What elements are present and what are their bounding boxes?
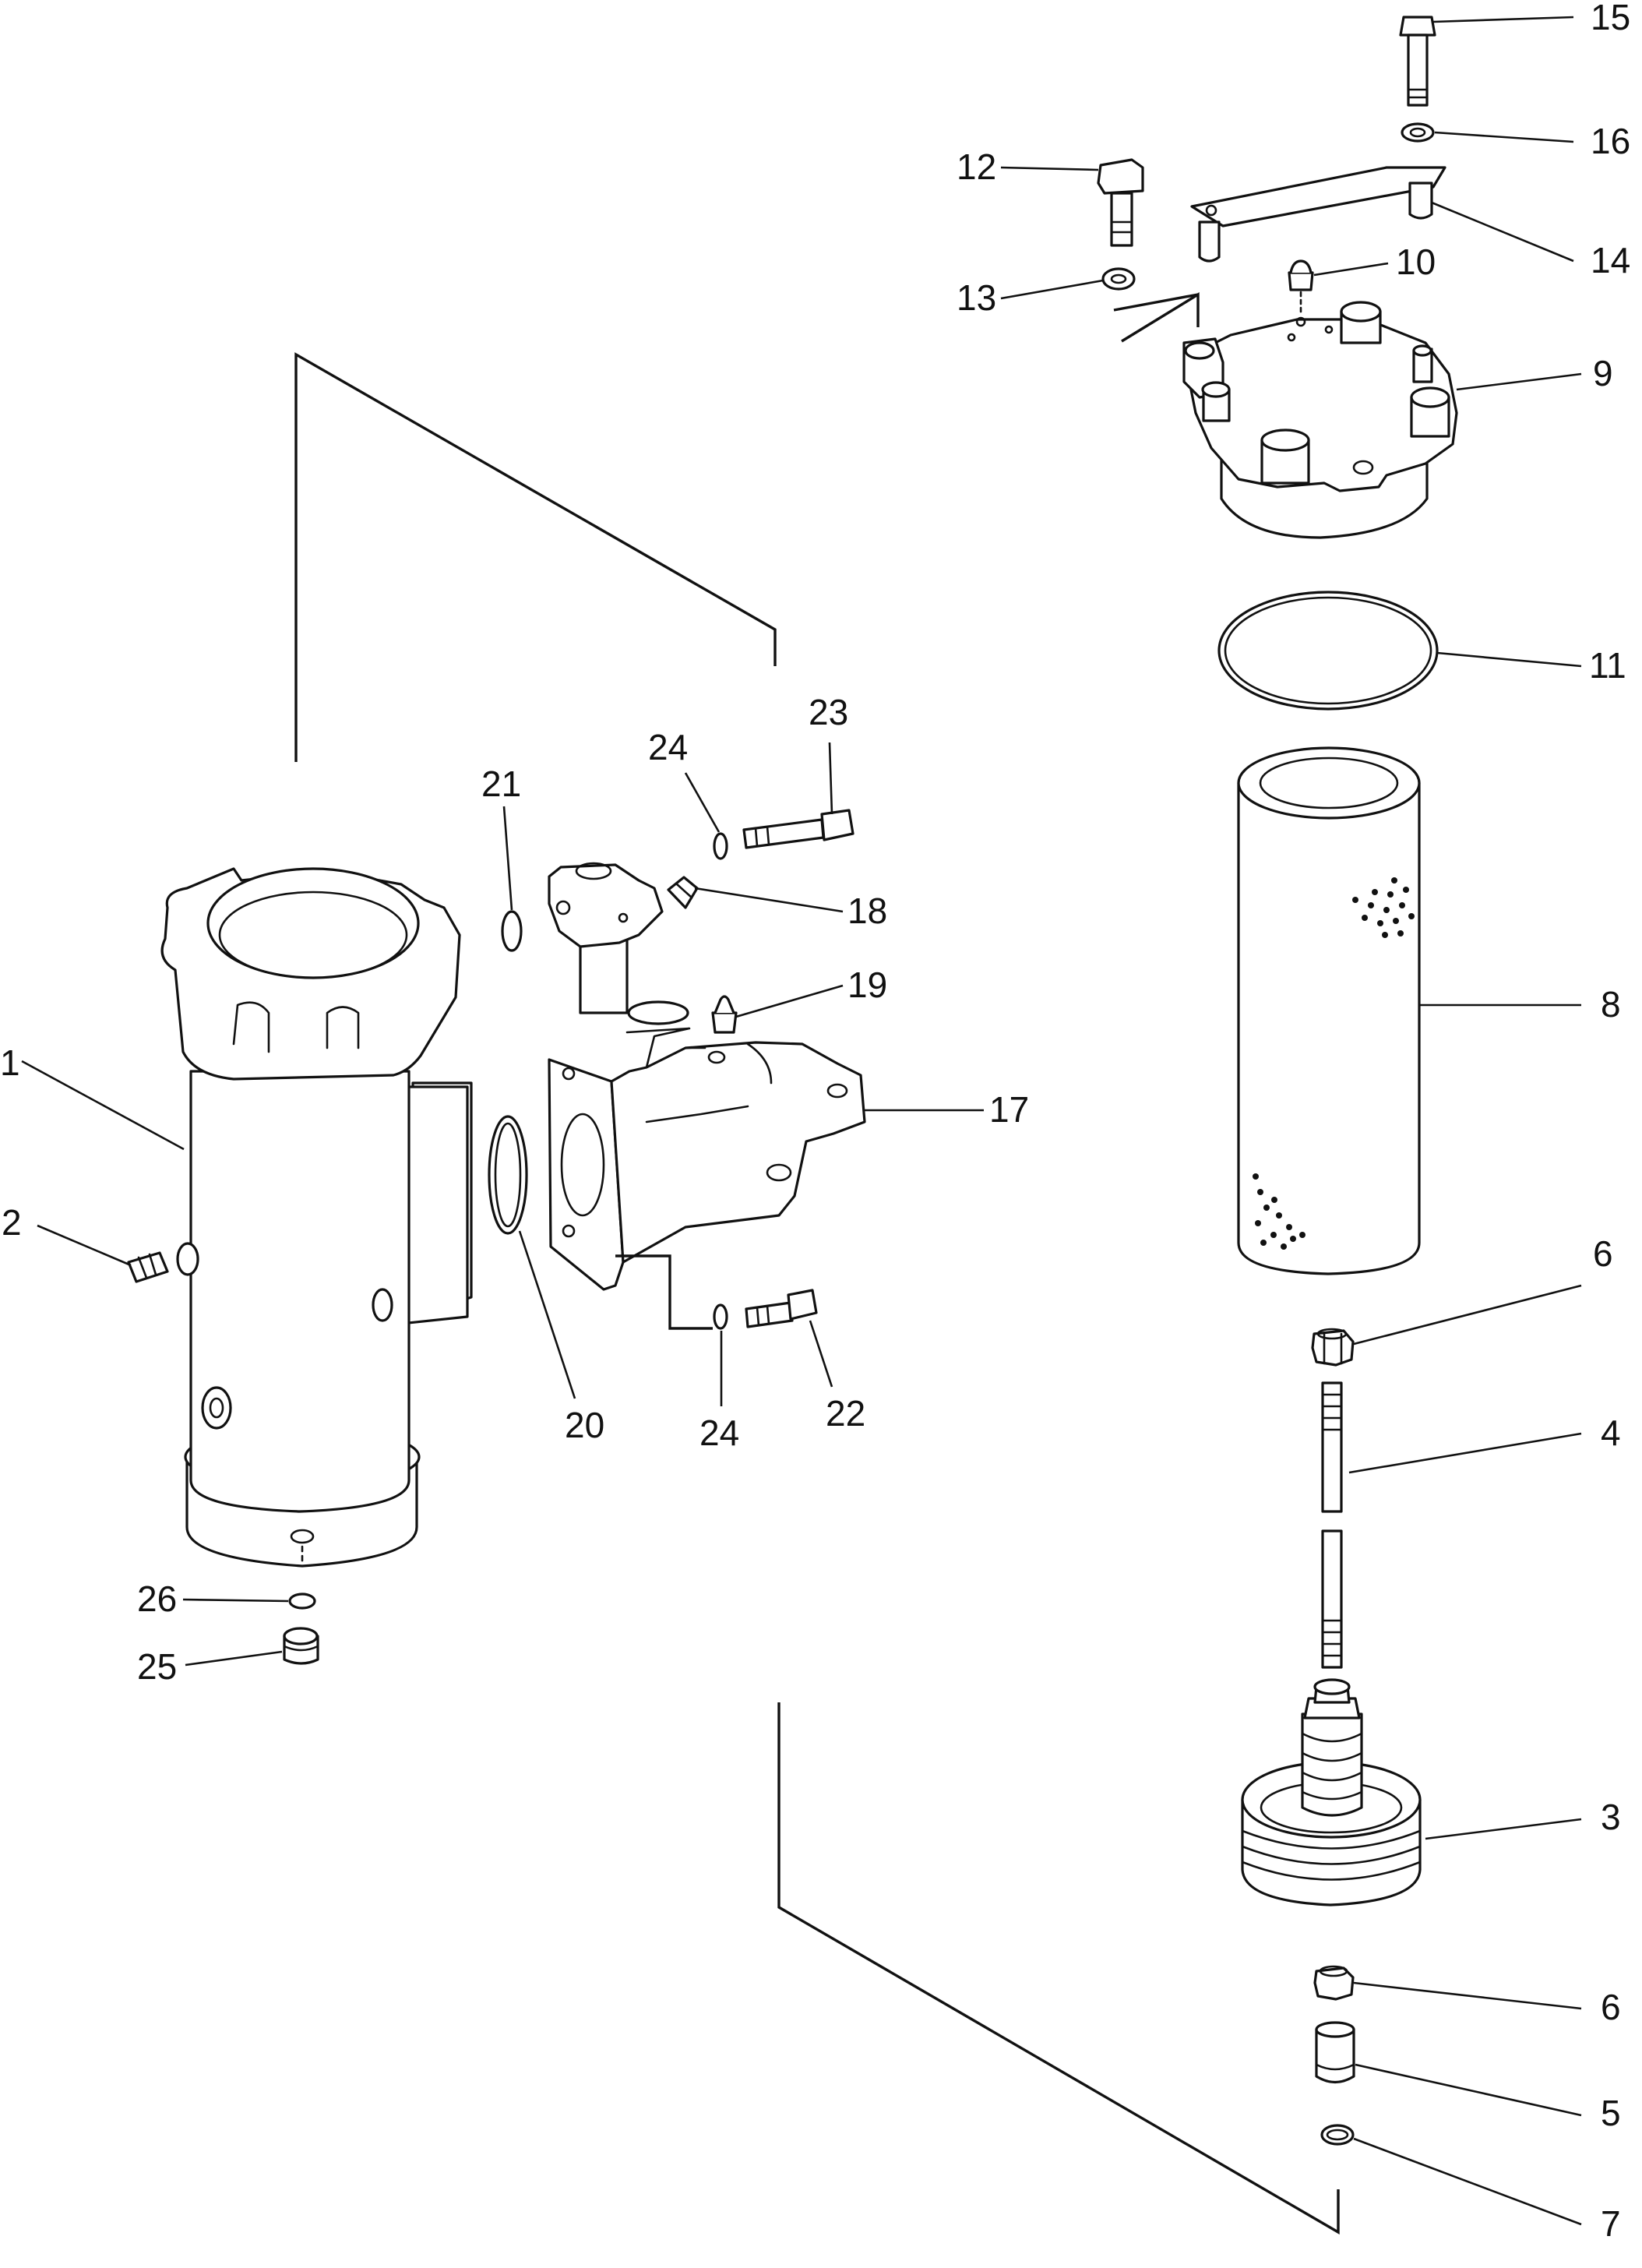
part-26-o-ring: [288, 1593, 316, 1610]
callout-10: 10: [1396, 242, 1436, 282]
callout-11: 11: [1589, 645, 1626, 686]
part-6-nut-upper: [1311, 1328, 1355, 1367]
callout-23: 23: [809, 692, 848, 732]
part-1-filter-case: [160, 867, 473, 1568]
part-9-cover: [1182, 301, 1458, 539]
callout-3: 3: [1601, 1797, 1621, 1837]
assembly-frame-lines: [294, 291, 1340, 2234]
part-13-washer: [1101, 267, 1136, 291]
callout-22: 22: [826, 1393, 865, 1434]
part-12-bolt: [1097, 158, 1144, 247]
callout-8: 8: [1601, 984, 1621, 1025]
part-11-o-ring: [1217, 591, 1439, 711]
callout-21: 21: [481, 764, 521, 804]
part-19-breather: [711, 995, 738, 1034]
callout-19: 19: [847, 965, 887, 1005]
part-4-center-bolt: [1321, 1381, 1343, 1669]
callout-24-lower: 24: [699, 1413, 739, 1453]
part-21-o-ring: [501, 910, 523, 952]
callout-6-upper: 6: [1593, 1233, 1613, 1274]
callout-15: 15: [1591, 0, 1630, 37]
callout-24-upper: 24: [648, 727, 688, 767]
callout-17: 17: [989, 1089, 1029, 1130]
leader-lines: [21, 16, 1582, 2226]
callout-26: 26: [137, 1578, 177, 1619]
callout-1: 1: [0, 1042, 20, 1083]
part-22-bolt: [745, 1289, 818, 1328]
filter-perforations-bottom: [1253, 1173, 1305, 1250]
filter-perforations-top: [1352, 877, 1415, 938]
part-14-bracket: [1190, 166, 1446, 263]
callout-18: 18: [847, 891, 887, 931]
part-2-plug: [127, 1251, 169, 1283]
part-3-valve-assembly: [1241, 1678, 1422, 1906]
callout-14: 14: [1591, 240, 1630, 280]
callout-16: 16: [1591, 121, 1630, 161]
part-5-spacer: [1315, 2021, 1355, 2084]
callout-12: 12: [957, 146, 996, 187]
callout-20: 20: [565, 1405, 604, 1445]
part-10-plug: [1288, 259, 1314, 313]
callout-25: 25: [137, 1646, 177, 1687]
part-18-fitting: [667, 876, 699, 909]
part-6-nut-lower: [1313, 1965, 1355, 2001]
part-23-bolt: [742, 809, 854, 849]
part-24-lock-washer-lower: [713, 1303, 728, 1330]
callout-6-lower: 6: [1601, 1987, 1621, 2027]
callout-13: 13: [957, 277, 996, 318]
part-8-filter-element: [1237, 746, 1421, 1275]
part-20-gasket: [488, 1115, 528, 1235]
part-24-lock-washer-upper: [713, 832, 728, 860]
callout-2: 2: [2, 1202, 22, 1243]
part-7-o-ring: [1320, 2124, 1355, 2146]
valve-bolt-alignment-line: [615, 1254, 713, 1330]
part-15-bolt: [1399, 16, 1436, 107]
callout-5: 5: [1601, 2093, 1621, 2133]
part-16-washer: [1401, 122, 1435, 143]
callout-4: 4: [1601, 1413, 1621, 1453]
callout-9: 9: [1593, 353, 1613, 393]
part-17-valve-body: [548, 862, 866, 1291]
part-25-drain-plug: [283, 1627, 319, 1665]
callout-7: 7: [1601, 2203, 1621, 2244]
